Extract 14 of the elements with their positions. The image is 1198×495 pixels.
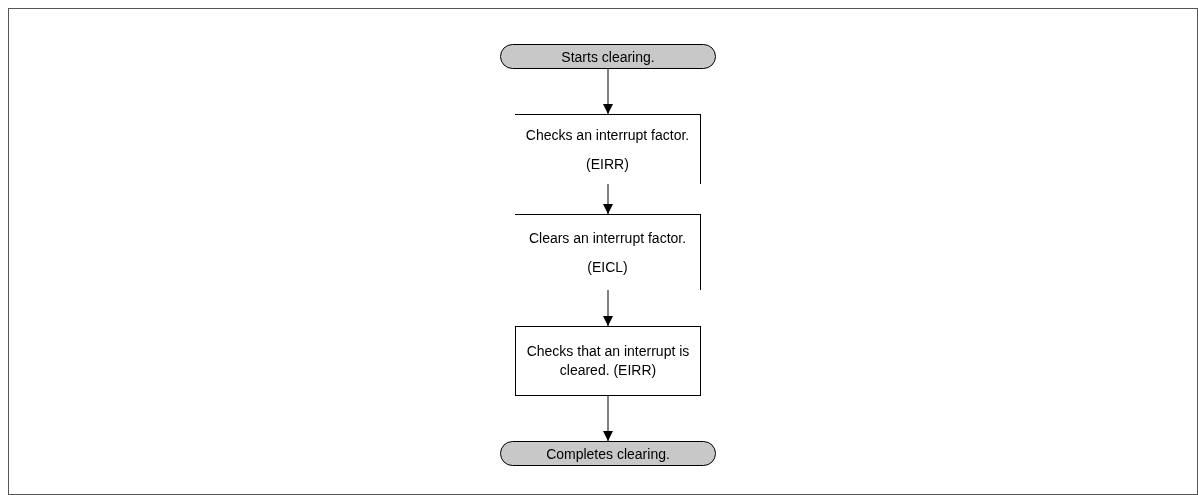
arrow	[603, 68, 613, 115]
step-text: (EIRR)	[586, 154, 629, 174]
step-text: Starts clearing.	[561, 48, 655, 65]
arrow	[603, 395, 613, 442]
step-text: Completes clearing.	[546, 445, 670, 462]
step-text: Clears an interrupt factor.	[528, 228, 687, 248]
process-box	[515, 326, 701, 396]
step-text: Checks an interrupt factor.	[525, 125, 690, 145]
start-terminal	[500, 44, 716, 69]
step-text: (EICL)	[587, 257, 628, 277]
end-terminal	[500, 441, 716, 466]
step-text: Checks that an interrupt is cleared. (EIRR)	[525, 342, 691, 380]
arrow	[603, 289, 613, 327]
arrow	[603, 183, 613, 215]
